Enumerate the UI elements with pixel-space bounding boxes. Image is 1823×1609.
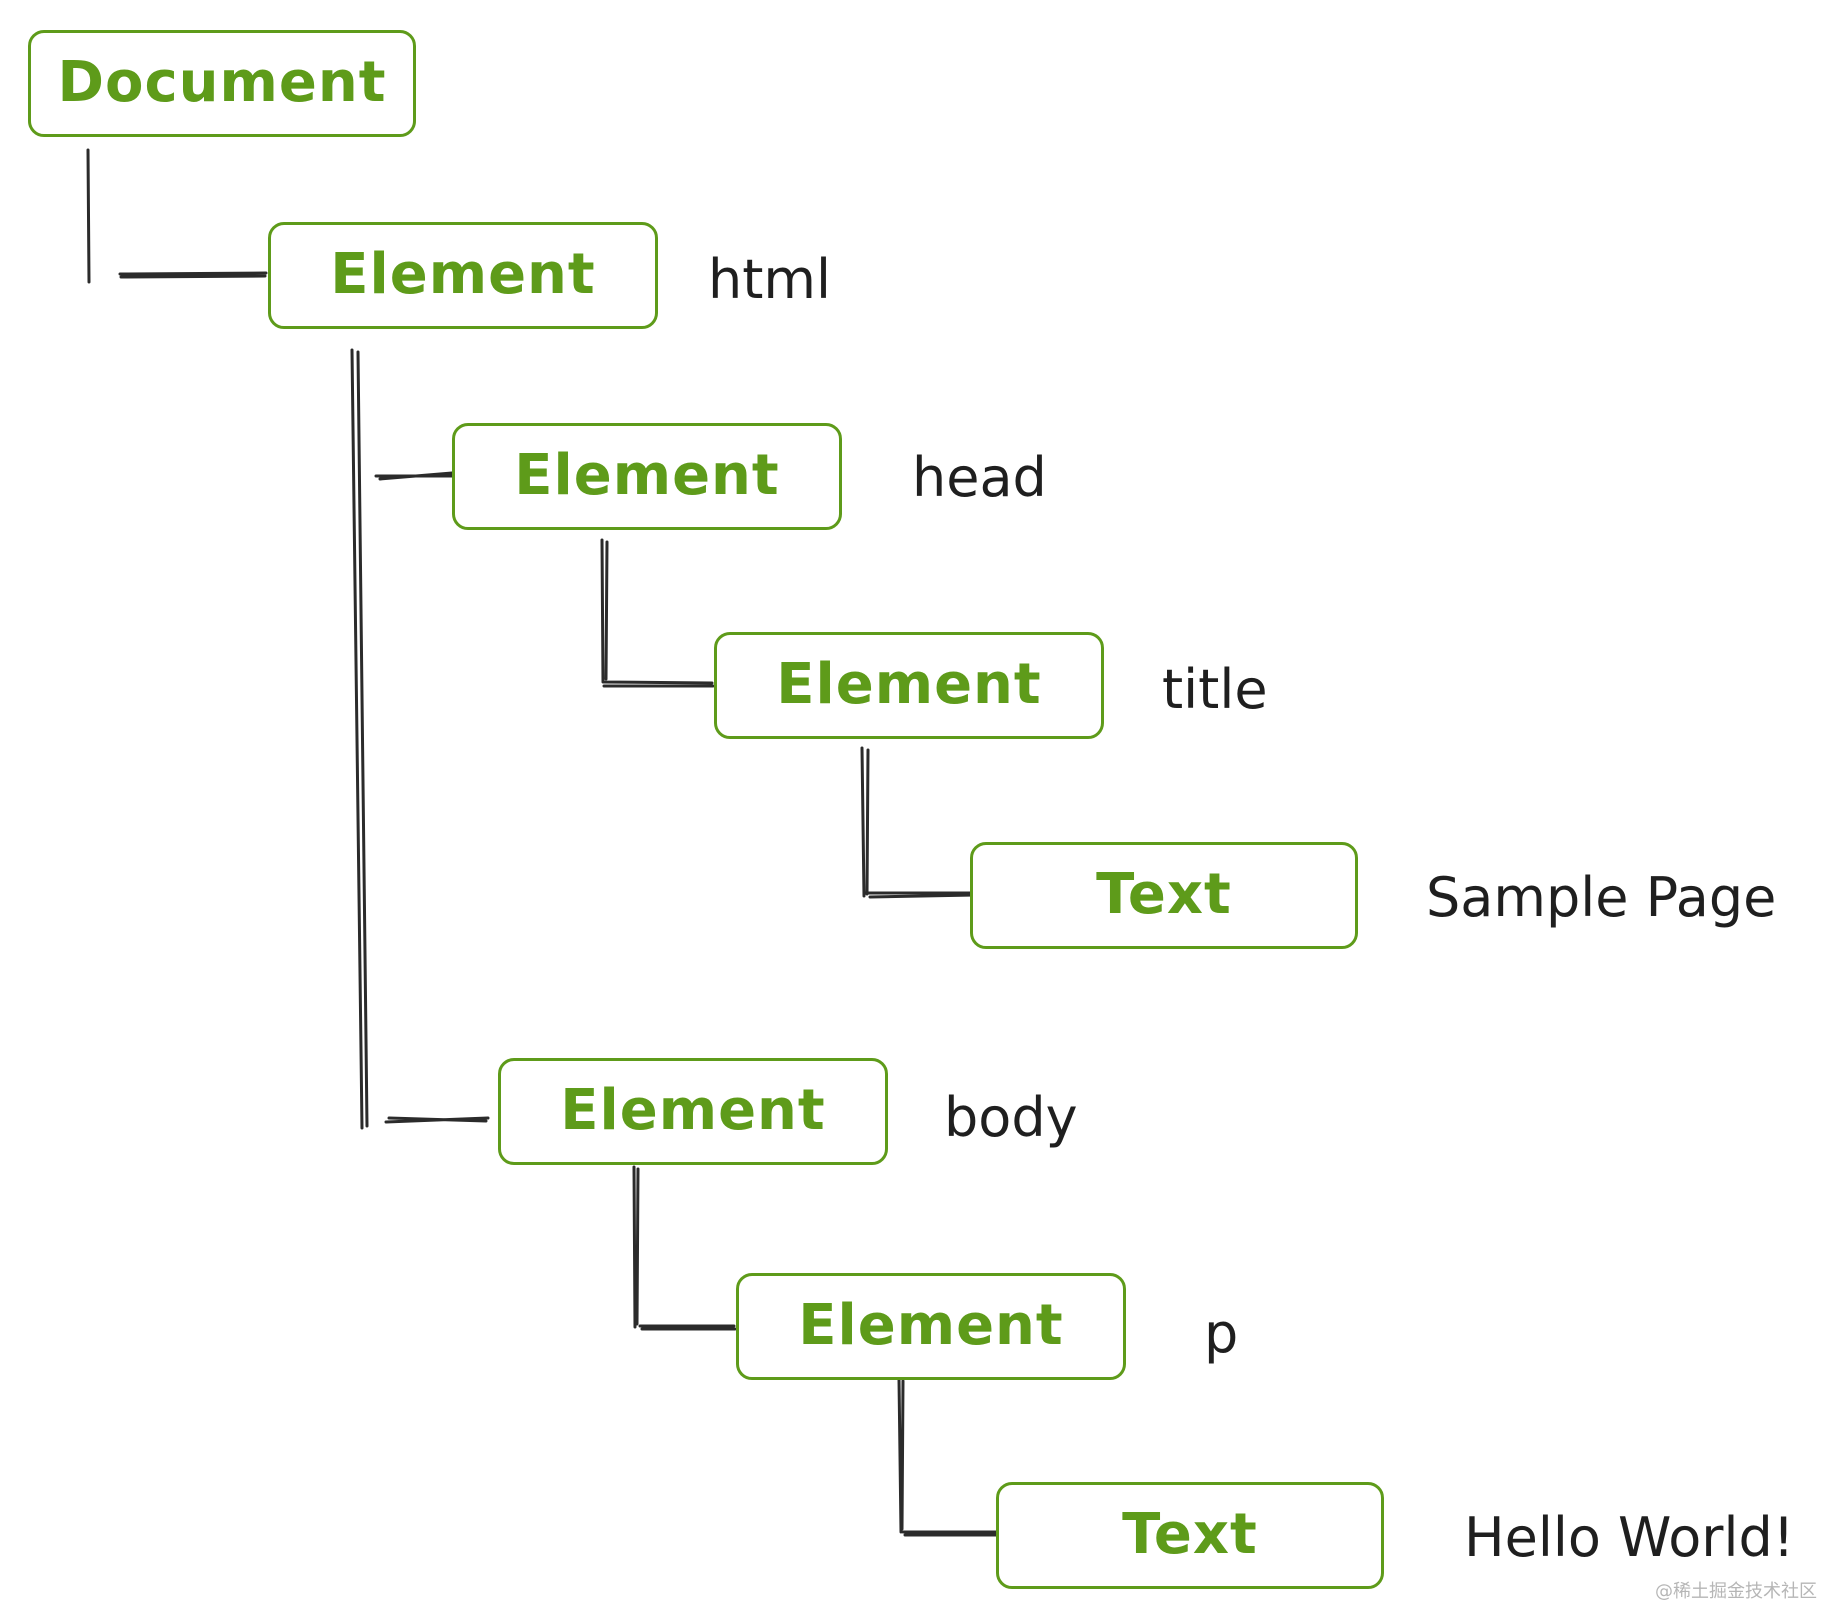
node-type-label: Element: [330, 242, 596, 307]
html-tag-label: html: [708, 248, 832, 311]
node-type-label: Element: [514, 443, 780, 508]
connector-html-head: [374, 471, 457, 481]
node-type-label: Element: [776, 652, 1042, 717]
document-node: Document: [28, 30, 416, 137]
title-text-value: Sample Page: [1426, 866, 1777, 929]
connector-body-p: [632, 1165, 737, 1331]
head-element-node: Element: [452, 423, 842, 530]
node-type-label: Element: [798, 1293, 1064, 1358]
body-tag-label: body: [944, 1086, 1078, 1149]
body-element-node: Element: [498, 1058, 888, 1165]
node-type-label: Text: [1096, 862, 1232, 927]
connector-p-ptext: [897, 1377, 999, 1537]
node-type-label: Text: [1122, 1502, 1258, 1567]
connector-title-titletext: [860, 746, 977, 899]
p-element-node: Element: [736, 1273, 1126, 1380]
connector-html-body: [384, 1116, 490, 1124]
head-tag-label: head: [912, 446, 1047, 509]
watermark: @稀土掘金技术社区: [1655, 1581, 1817, 1602]
html-element-node: Element: [268, 222, 658, 329]
p-text-node: Text: [996, 1482, 1384, 1589]
title-element-node: Element: [714, 632, 1104, 739]
node-type-label: Document: [57, 50, 387, 115]
title-tag-label: title: [1162, 658, 1268, 721]
p-text-value: Hello World!: [1464, 1506, 1795, 1569]
title-text-node: Text: [970, 842, 1358, 949]
connector-head-title: [600, 538, 715, 688]
connector-html-trunk: [350, 348, 369, 1130]
connector-document-html: [86, 148, 268, 284]
p-tag-label: p: [1204, 1302, 1239, 1365]
node-type-label: Element: [560, 1078, 826, 1143]
